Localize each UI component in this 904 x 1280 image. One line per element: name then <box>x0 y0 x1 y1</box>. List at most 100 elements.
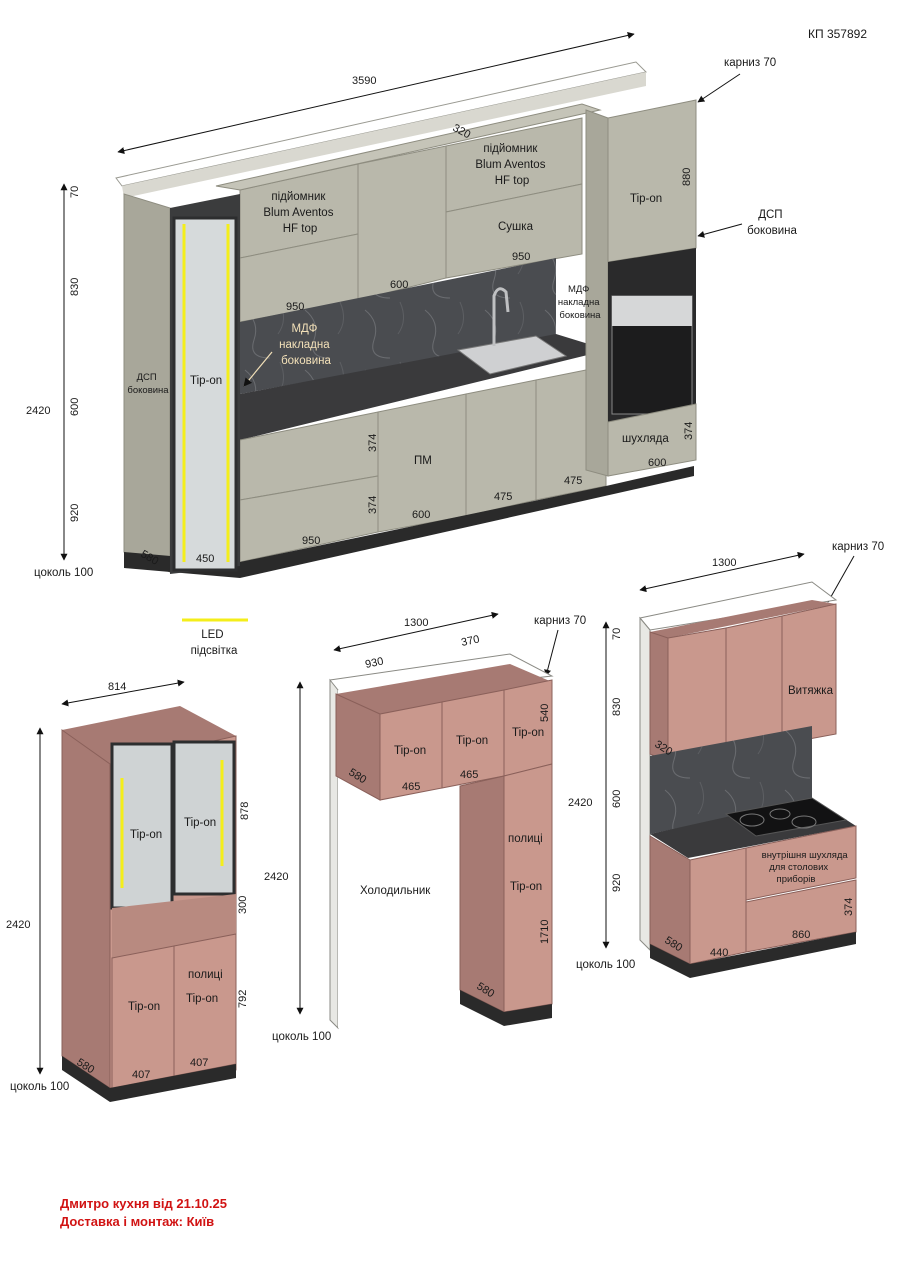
dim-475-b: 475 <box>564 475 582 487</box>
right-drawer-front[interactable] <box>607 403 697 477</box>
view-c-vdim-600: 600 <box>611 790 623 808</box>
view-c-height-dim: 2420 <box>568 797 592 809</box>
view-a-label-tip2: Tip-on <box>184 817 216 829</box>
label-mdf-center: МДФ накладна боковина <box>279 323 333 367</box>
view-a-display-cabinet: 814 Tip-on Tip-on полиці Tip-on Tip-on 8… <box>6 679 251 1102</box>
view-c-vdim-830: 830 <box>611 698 623 716</box>
main-vdim-920: 920 <box>69 504 81 522</box>
view-a-height-dim: 2420 <box>6 919 30 931</box>
led-legend: LED підсвітка <box>182 618 248 657</box>
label-tipon-glass: Tip-on <box>190 375 222 387</box>
view-c-dim-374: 374 <box>843 898 855 916</box>
dsp-left-side-panel <box>123 193 171 573</box>
backsplash <box>240 258 556 394</box>
upper-cabinet-right-dryer <box>445 183 583 279</box>
label-lift-left: підйомник Blum Aventos HF top <box>263 191 336 235</box>
dim-600-top: 600 <box>390 279 408 291</box>
view-a-dim-878: 878 <box>239 802 251 820</box>
view-b-label-tip1: Tip-on <box>394 745 426 757</box>
sink <box>456 335 568 375</box>
view-b-width-dim: 1300 <box>404 617 428 629</box>
view-a-side <box>61 729 111 1089</box>
label-dsp-right: ДСП боковина <box>747 209 797 237</box>
view-a-plinth-label: цоколь 100 <box>10 1081 69 1093</box>
view-a-dim-792: 792 <box>237 990 249 1008</box>
view-a-lower-door-right[interactable] <box>173 933 237 1077</box>
main-vdim-830: 830 <box>69 278 81 296</box>
view-a-label-tip4: Tip-on <box>186 993 218 1005</box>
view-c-side-panel <box>639 616 651 952</box>
view-a-dim-407a: 407 <box>132 1069 150 1081</box>
view-b-label-tip2: Tip-on <box>456 735 488 747</box>
view-c-label-cornice: карниз 70 <box>832 541 884 553</box>
view-c-label-inner-drawer: внутрішня шухляда для столових приборів <box>762 850 851 885</box>
view-c-hood-door[interactable] <box>781 603 837 745</box>
main-plinth-label: цоколь 100 <box>34 567 93 579</box>
note-line-1: Дмитро кухня від 21.10.25 <box>60 1196 227 1211</box>
view-a-dim-300: 300 <box>237 896 249 914</box>
main-height-dim: 2420 <box>26 405 50 417</box>
main-vdim-70: 70 <box>69 186 81 198</box>
dim-880: 880 <box>681 168 693 186</box>
dim-374-a: 374 <box>367 434 379 452</box>
label-lift-left-l3: HF top <box>283 223 318 235</box>
view-c-width-dim: 1300 <box>712 557 736 569</box>
label-dryer: Сушка <box>498 221 534 233</box>
dim-374-b: 374 <box>367 496 379 514</box>
dim-450: 450 <box>196 553 214 565</box>
view-c-label-hood: Витяжка <box>788 685 834 697</box>
main-width-dim: 3590 <box>352 75 376 87</box>
label-mdf-right: МДФ накладна боковина <box>558 284 602 321</box>
view-a-label-tip3: Tip-on <box>128 1001 160 1013</box>
dim-600-bottom: 600 <box>412 509 430 521</box>
view-c-cooktop <box>724 797 848 837</box>
label-lift-right: підйомник Blum Aventos HF top <box>475 143 548 187</box>
view-b-fridge-column: 1300 930 370 карниз 70 Tip-on Tip-on Tip… <box>264 611 586 1043</box>
view-c-drawer-top[interactable] <box>745 825 857 901</box>
view-b-dim-465a: 465 <box>402 781 420 793</box>
dim-950-upper-left: 950 <box>286 301 304 313</box>
view-b-dim-540: 540 <box>539 704 551 722</box>
label-cornice-main: карниз 70 <box>724 57 776 69</box>
view-b-height-dim: 2420 <box>264 871 288 883</box>
view-c-vdim-920: 920 <box>611 874 623 892</box>
view-a-label-shelves: полиці <box>188 969 223 981</box>
main-kitchen-view: 3590 <box>26 31 798 579</box>
view-c-vdim-70: 70 <box>611 628 623 640</box>
view-a-dim-407b: 407 <box>190 1057 208 1069</box>
view-a-width-dim: 814 <box>108 681 126 693</box>
view-b-label-tip4: Tip-on <box>510 881 542 893</box>
view-b-label-shelves: полиці <box>508 833 543 845</box>
note-line-2: Доставка і монтаж: Київ <box>60 1214 214 1229</box>
view-b-dim-930: 930 <box>364 655 384 671</box>
upper-cabinet-center <box>357 145 447 301</box>
view-b-plinth-label: цоколь 100 <box>272 1031 331 1043</box>
view-b-dim-370: 370 <box>460 633 480 649</box>
view-a-glass-door-right[interactable] <box>172 740 236 896</box>
view-b-dim-1710: 1710 <box>539 920 551 944</box>
label-dishwasher: ПМ <box>414 455 432 467</box>
view-b-label-cornice: карниз 70 <box>534 615 586 627</box>
dim-475-a: 475 <box>494 491 512 503</box>
project-code: КП 357892 <box>808 27 867 41</box>
view-b-label-tip3: Tip-on <box>512 727 544 739</box>
view-b-label-fridge: Холодильник <box>360 885 431 897</box>
view-b-dim-465b: 465 <box>460 769 478 781</box>
led-legend-label: LED підсвітка <box>191 629 238 657</box>
label-drawer: шухляда <box>622 433 669 445</box>
view-c-dim-440: 440 <box>710 947 728 959</box>
label-tipon-tall-right: Tip-on <box>630 193 662 205</box>
view-c-plinth-label: цоколь 100 <box>576 959 635 971</box>
view-a-label-tip1: Tip-on <box>130 829 162 841</box>
main-vdim-600: 600 <box>69 398 81 416</box>
view-c-dim-860: 860 <box>792 929 810 941</box>
view-c-cooktop-wall: 1300 карниз 70 Витяжка внутрішня шухляда… <box>568 541 884 978</box>
view-a-lower-door-left[interactable] <box>111 945 175 1089</box>
faucet <box>492 287 510 346</box>
label-lift-left-l1: підйомник <box>271 191 326 203</box>
dim-950-top: 950 <box>512 251 530 263</box>
dim-374-right: 374 <box>683 422 695 440</box>
dim-950-bottom: 950 <box>302 535 320 547</box>
label-lift-left-l2: Blum Aventos <box>263 207 333 219</box>
